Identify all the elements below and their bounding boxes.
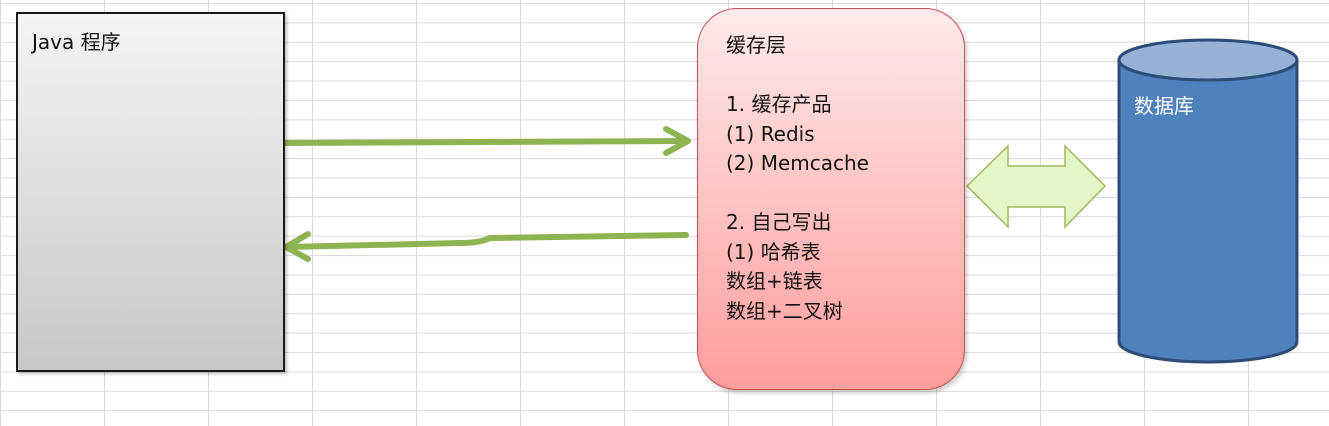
cache-product-redis: (1) Redis <box>726 121 815 146</box>
self-written-array-binarytree: 数组+二叉树 <box>726 298 843 323</box>
self-written-heading: 2. 自己写出 <box>726 210 832 234</box>
cache-line-blank <box>726 179 869 209</box>
response-arrow-head <box>283 231 311 262</box>
self-written-hashtable: (1) 哈希表 <box>726 239 821 264</box>
request-arrow <box>273 138 689 146</box>
cache-product-memcache: (2) Memcache <box>726 151 869 175</box>
response-arrow <box>284 232 689 250</box>
database-label: 数据库 <box>1134 94 1194 118</box>
self-written-array-linkedlist: 数组+链表 <box>726 269 823 293</box>
cache-line-blank <box>726 61 869 91</box>
request-arrow-head <box>663 126 691 156</box>
cache-products-heading: 1. 缓存产品 <box>726 92 832 116</box>
cache-layer-box: 缓存层 1. 缓存产品 (1) Redis (2) Memcache 2. 自己… <box>697 8 965 390</box>
java-program-box: Java 程序 <box>16 12 285 372</box>
java-program-title: Java 程序 <box>32 30 121 54</box>
sync-double-arrow <box>965 144 1107 229</box>
database-cylinder <box>1117 38 1299 364</box>
cache-layer-title: 缓存层 <box>726 33 786 57</box>
cache-layer-text: 缓存层 1. 缓存产品 (1) Redis (2) Memcache 2. 自己… <box>726 31 869 326</box>
